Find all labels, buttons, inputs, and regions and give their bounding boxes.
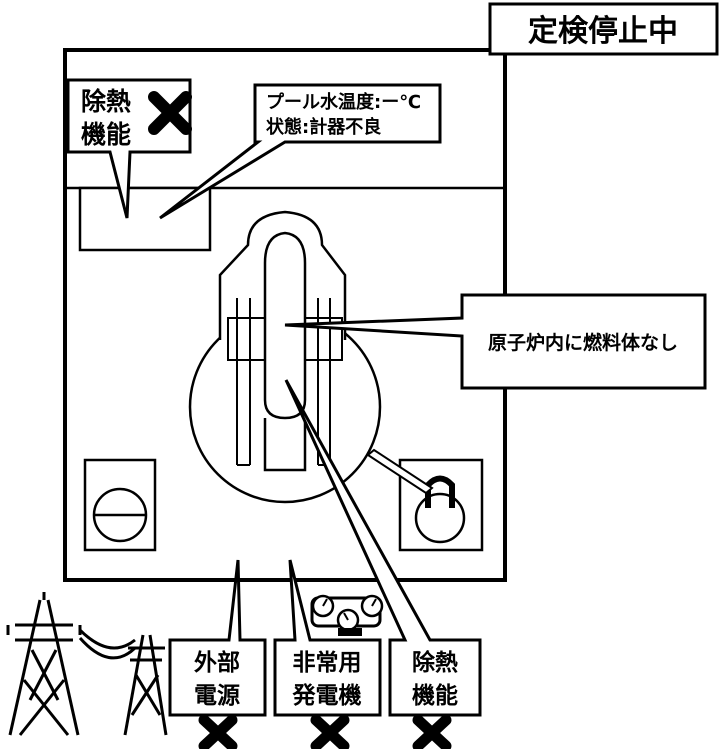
fail-mark-icon: [148, 91, 192, 135]
right-pump-icon: [366, 448, 484, 552]
status-text: 定検停止中: [528, 14, 678, 49]
transmission-tower-icon: [6, 592, 137, 736]
pool-temperature-callout: プール水温度:ー℃ 状態:計器不良: [159, 83, 442, 220]
pool-heat-removal-line1: 除熱: [81, 87, 131, 116]
pool-heat-removal-callout: 除熱 機能: [66, 78, 192, 219]
fail-mark-icon: [198, 714, 238, 749]
external-power-line2: 電源: [194, 683, 240, 709]
fail-mark-icon: [412, 714, 452, 749]
heat-removal-line2: 機能: [412, 682, 458, 709]
emergency-generator-callout: 非常用 発電機: [273, 559, 382, 749]
pool-temperature-line2: 状態:計器不良: [266, 116, 381, 138]
emergency-generator-icon: [310, 594, 384, 636]
heat-removal-line1: 除熱: [412, 649, 458, 676]
transmission-tower-icon: [123, 634, 168, 736]
fail-mark-icon: [310, 714, 350, 749]
external-power-callout: 外部 電源: [168, 559, 267, 749]
pool-heat-removal-line2: 機能: [81, 120, 131, 149]
external-power-line1: 外部: [194, 649, 240, 676]
emergency-generator-line1: 非常用: [293, 650, 362, 676]
status-box: 定検停止中: [488, 2, 719, 56]
reactor-fuel-callout: 原子炉内に燃料体なし: [284, 293, 707, 390]
emergency-generator-line2: 発電機: [292, 683, 362, 709]
reactor-fuel-text: 原子炉内に燃料体なし: [488, 331, 678, 354]
pool-temperature-line1: プール水温度:ー℃: [266, 91, 421, 113]
left-pump-icon: [83, 458, 157, 552]
heat-removal-callout: 除熱 機能: [284, 379, 482, 749]
